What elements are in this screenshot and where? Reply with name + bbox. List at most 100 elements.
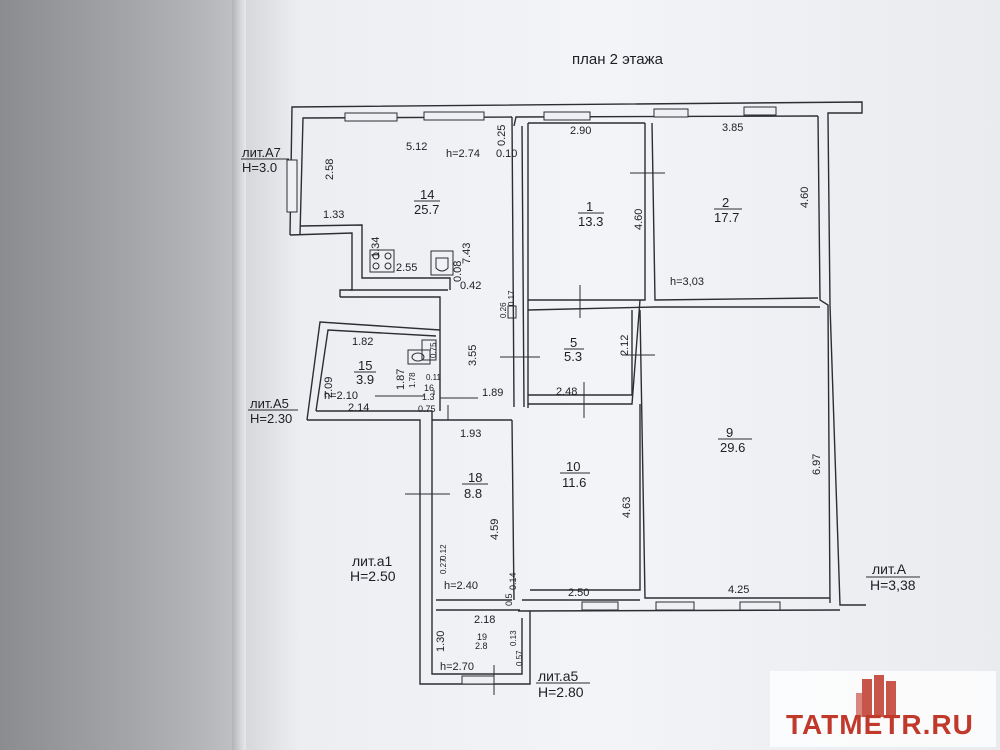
stove-icon bbox=[369, 249, 395, 273]
dim-0-08: 0.08 bbox=[452, 261, 464, 282]
dim-4-63: 4.63 bbox=[621, 497, 633, 518]
room-labels: 14 25.7 1 13.3 2 17.7 5 5.3 15 3.9 16 1.… bbox=[354, 187, 752, 651]
book-gutter bbox=[232, 0, 246, 750]
lit-a1-label: лит.а1 Н=2.50 bbox=[350, 553, 396, 584]
dim-2-55: 2.55 bbox=[396, 262, 417, 274]
dim-0-5: 0.5 bbox=[504, 593, 514, 606]
lit-a7-height: Н=3.0 bbox=[242, 160, 277, 175]
room-15-num: 15 bbox=[358, 358, 372, 373]
dim-4-59: 4.59 bbox=[489, 519, 501, 540]
dim-h-3-03: h=3,03 bbox=[670, 276, 704, 288]
room-19-num: 19 bbox=[477, 632, 487, 642]
room-1-area: 13.3 bbox=[578, 214, 603, 229]
tatmetr-logo-icon bbox=[856, 675, 896, 717]
room-9-num: 9 bbox=[726, 425, 733, 440]
room-2-area: 17.7 bbox=[714, 210, 739, 225]
dim-0-10: 0.10 bbox=[496, 148, 517, 160]
lit-a-height: Н=3,38 bbox=[870, 577, 916, 593]
room-16-num: 16 bbox=[424, 383, 434, 393]
room-14-num: 14 bbox=[420, 187, 434, 202]
lit-a5-label: лит.А5 Н=2.30 bbox=[248, 396, 298, 426]
room-2-num: 2 bbox=[722, 195, 729, 210]
toilet-icon bbox=[407, 349, 431, 365]
lit-a5b-label: лит.а5 Н=2.80 bbox=[536, 668, 590, 700]
dim-0-12: 0.12 bbox=[439, 544, 448, 560]
dim-3-55: 3.55 bbox=[467, 345, 479, 366]
lit-a7-name: лит.А7 bbox=[242, 145, 281, 160]
dim-3-85: 3.85 bbox=[722, 122, 743, 134]
dim-2-14: 2.14 bbox=[348, 402, 369, 414]
lit-a5b-height: Н=2.80 bbox=[538, 684, 584, 700]
small-box bbox=[507, 305, 517, 319]
lit-a-label: лит.А Н=3,38 bbox=[866, 561, 920, 593]
dim-4-25: 4.25 bbox=[728, 584, 749, 596]
door-markers bbox=[375, 172, 665, 695]
lit-a1-height: Н=2.50 bbox=[350, 568, 396, 584]
lit-a-name: лит.А bbox=[872, 561, 907, 577]
lit-a7-label: лит.А7 Н=3.0 bbox=[241, 145, 289, 175]
dim-2-50: 2.50 bbox=[568, 587, 589, 599]
watermark: TATMETR.RU bbox=[770, 671, 996, 747]
dim-2-58: 2.58 bbox=[324, 159, 336, 180]
dim-0-14: 0.14 bbox=[508, 572, 518, 590]
dim-2-18: 2.18 bbox=[474, 614, 495, 626]
room-10-num: 10 bbox=[566, 459, 580, 474]
dim-1-82: 1.82 bbox=[352, 336, 373, 348]
dim-0-13: 0.13 bbox=[509, 630, 518, 646]
dim-1-30: 1.30 bbox=[435, 631, 447, 652]
dim-h-2-10: h=2.10 bbox=[324, 390, 358, 402]
dim-2-09: 2.09 bbox=[323, 377, 335, 398]
windows bbox=[286, 106, 781, 685]
dim-h-2-40: h=2.40 bbox=[444, 580, 478, 592]
dim-0-17: 0.17 bbox=[507, 290, 516, 306]
dim-0-26: 0.26 bbox=[499, 302, 508, 318]
plan-title: план 2 этажа bbox=[572, 51, 664, 68]
dim-h-2-74: h=2.74 bbox=[446, 148, 480, 160]
lit-a5b-name: лит.а5 bbox=[538, 668, 579, 684]
dim-4-60b: 4.60 bbox=[799, 187, 811, 208]
dim-2-90: 2.90 bbox=[570, 125, 591, 137]
lit-a5-height: Н=2.30 bbox=[250, 411, 292, 426]
room-1-num: 1 bbox=[586, 199, 593, 214]
dim-2-48: 2.48 bbox=[556, 386, 577, 398]
lit-a5-name: лит.А5 bbox=[250, 396, 289, 411]
dim-1-89: 1.89 bbox=[482, 387, 503, 399]
room-16-area: 1.3 bbox=[422, 392, 435, 402]
dim-1-33: 1.33 bbox=[323, 209, 344, 221]
room-5-num: 5 bbox=[570, 335, 577, 350]
dim-1-78: 1.78 bbox=[408, 372, 417, 388]
bath-icon bbox=[421, 339, 437, 361]
dim-0-27: 0.27 bbox=[439, 558, 448, 574]
dimension-labels: 5.12 h=2.74 0.10 1.33 2.55 0.42 2.90 3.8… bbox=[323, 122, 749, 673]
dim-0-57: 0.57 bbox=[515, 650, 524, 666]
dim-7-43: 7.43 bbox=[461, 243, 473, 264]
room-14-area: 25.7 bbox=[414, 202, 439, 217]
dim-1-34: 1.34 bbox=[370, 237, 382, 258]
watermark-text: TATMETR.RU bbox=[786, 709, 974, 740]
dim-6-97: 6.97 bbox=[811, 454, 823, 475]
vertical-dimension-labels: 0.25 2.58 1.34 7.43 0.08 4.60 4.60 0.26 … bbox=[323, 125, 823, 666]
dim-2-12: 2.12 bbox=[619, 335, 631, 356]
dim-4-60a: 4.60 bbox=[633, 209, 645, 230]
dim-0-25: 0.25 bbox=[496, 125, 508, 146]
dim-h-2-70: h=2.70 bbox=[440, 661, 474, 673]
room-5-area: 5.3 bbox=[564, 349, 582, 364]
dim-0-11: 0.11 bbox=[426, 373, 442, 382]
walls bbox=[289, 101, 866, 685]
dim-5-12: 5.12 bbox=[406, 141, 427, 153]
dim-1-87: 1.87 bbox=[395, 369, 407, 390]
room-19-area: 2.8 bbox=[475, 641, 488, 651]
dim-0-75b: 0.75 bbox=[418, 404, 436, 414]
room-18-area: 8.8 bbox=[464, 486, 482, 501]
sink-icon bbox=[430, 250, 454, 276]
room-18-num: 18 bbox=[468, 470, 482, 485]
room-10-area: 11.6 bbox=[562, 475, 586, 490]
left-page bbox=[0, 0, 236, 750]
dim-0-42: 0.42 bbox=[460, 280, 481, 292]
room-9-area: 29.6 bbox=[720, 440, 745, 455]
lit-a1-name: лит.а1 bbox=[352, 553, 393, 569]
dim-1-93: 1.93 bbox=[460, 428, 481, 440]
room-15-area: 3.9 bbox=[356, 372, 374, 387]
dim-0-75a: 0.75 bbox=[429, 342, 438, 358]
